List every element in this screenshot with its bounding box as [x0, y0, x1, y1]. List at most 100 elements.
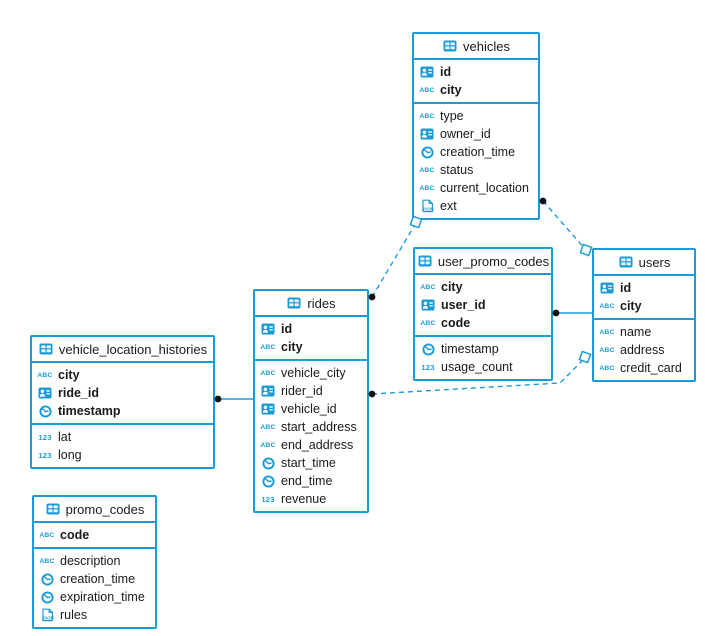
column-name: vehicle_city: [281, 366, 346, 380]
abc-icon: ABC: [599, 346, 615, 354]
column-name: city: [620, 299, 642, 313]
column-name: description: [60, 554, 121, 568]
clock-icon: [260, 456, 276, 470]
column-name: rider_id: [281, 384, 323, 398]
column-name: start_time: [281, 456, 336, 470]
column-row-rules: JSON rules: [34, 606, 155, 624]
column-row-long: 123 long: [32, 446, 213, 464]
table-header: rides: [255, 291, 367, 317]
column-name: id: [620, 281, 632, 295]
column-name: lat: [58, 430, 72, 444]
column-row-ext: JSON ext: [414, 197, 538, 215]
column-row-id: id: [255, 320, 367, 338]
column-name: creation_time: [440, 145, 516, 159]
column-row-id: id: [414, 63, 538, 81]
column-name: creation_time: [60, 572, 136, 586]
table-icon: [38, 343, 54, 356]
abc-icon: ABC: [599, 328, 615, 336]
column-name: expiration_time: [60, 590, 145, 604]
table-header: user_promo_codes: [415, 249, 551, 275]
column-row-start_time: start_time: [255, 454, 367, 472]
table-header: users: [594, 250, 694, 276]
column-name: city: [281, 340, 303, 354]
table-title: rides: [307, 295, 336, 311]
abc-icon: ABC: [39, 531, 55, 539]
abc-icon: ABC: [420, 319, 436, 327]
column-name: long: [58, 448, 82, 462]
id-icon: [37, 387, 53, 400]
column-name: id: [281, 322, 293, 336]
abc-icon: ABC: [260, 441, 276, 449]
123-icon: 123: [38, 450, 52, 460]
column-row-credit_card: ABC credit_card: [594, 359, 694, 377]
column-name: revenue: [281, 492, 327, 506]
table-icon: [618, 256, 634, 269]
column-name: id: [440, 65, 452, 79]
column-row-vehicle_city: ABC vehicle_city: [255, 364, 367, 382]
relation-line-rides-users: [371, 357, 586, 395]
column-name: end_time: [281, 474, 333, 488]
clock-icon: [419, 145, 435, 159]
clock-icon: [37, 404, 53, 418]
clock-icon: [39, 590, 55, 604]
column-row-id: id: [594, 279, 694, 297]
column-name: owner_id: [440, 127, 491, 141]
column-name: name: [620, 325, 652, 339]
abc-icon: ABC: [419, 184, 435, 192]
column-row-city: ABC city: [255, 338, 367, 356]
svg-text:JSON: JSON: [421, 206, 433, 211]
table-header: vehicles: [414, 34, 538, 60]
column-row-rider_id: rider_id: [255, 382, 367, 400]
abc-icon: ABC: [260, 343, 276, 351]
abc-icon: ABC: [260, 423, 276, 431]
id-icon: [599, 282, 615, 295]
column-row-timestamp: timestamp: [415, 340, 551, 358]
table-header: promo_codes: [34, 497, 155, 523]
table-title: promo_codes: [65, 501, 145, 517]
column-name: city: [440, 83, 462, 97]
table-header: vehicle_location_histories: [32, 337, 213, 363]
table-icon: [442, 40, 458, 53]
clock-icon: [260, 474, 276, 488]
column-row-vehicle_id: vehicle_id: [255, 400, 367, 418]
column-name: city: [58, 368, 80, 382]
abc-icon: ABC: [260, 369, 276, 377]
id-icon: [260, 385, 276, 398]
column-name: vehicle_id: [281, 402, 337, 416]
column-name: address: [620, 343, 665, 357]
relation-line-vehicles-users: [542, 200, 587, 251]
abc-icon: ABC: [599, 364, 615, 372]
column-name: ride_id: [58, 386, 99, 400]
column-row-creation_time: creation_time: [34, 570, 155, 588]
column-name: usage_count: [441, 360, 513, 374]
column-row-owner_id: owner_id: [414, 125, 538, 143]
column-name: rules: [60, 608, 88, 622]
id-icon: [419, 66, 435, 79]
id-icon: [260, 403, 276, 416]
table-title: users: [638, 254, 671, 270]
column-name: credit_card: [620, 361, 682, 375]
column-name: start_address: [281, 420, 357, 434]
